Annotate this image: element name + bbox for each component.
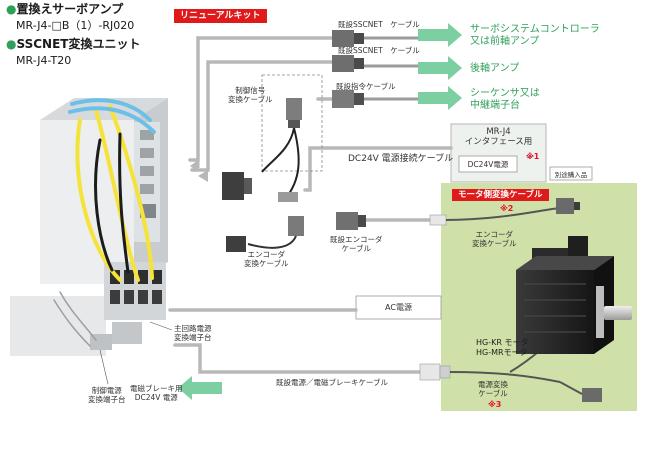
blue-cable-1: [70, 98, 152, 122]
sscnet-cable-label-2: 既設SSCNET ケーブル: [338, 46, 420, 55]
motor-section-title: モータ側変換ケーブル: [452, 189, 549, 201]
brake-power-label: 電磁ブレーキ用 DC24V 電源: [130, 384, 183, 402]
command-connector: [332, 90, 418, 108]
control-signal-cable-label: 制御信号 変換ケーブル: [228, 86, 273, 104]
target-sequencer: シーケンサ又は 中継端子台: [470, 88, 540, 111]
gray-wires: [53, 291, 97, 347]
encoder-conv-cable-left: [226, 216, 304, 252]
dc24v-power-line: [303, 146, 453, 192]
control-power-leader: [99, 349, 109, 385]
ac-power-label: AC電源: [385, 303, 412, 312]
dc24v-box-label: DC24V電源: [467, 160, 509, 169]
sscnet-cable-line-1: [188, 36, 334, 162]
renewal-kit-tag: リニューアルキット: [174, 9, 267, 23]
motor-encoder-conv-cable-label: エンコーダ 変換ケーブル: [472, 230, 517, 248]
motor-encoder-conv-cable: [445, 198, 580, 221]
sscnet-cable-line-2: [190, 60, 334, 172]
left-arrow-head-1: [190, 160, 198, 172]
ac-power-box: [355, 295, 442, 320]
servo-motor: [516, 236, 632, 354]
power-brake-cable-line: [173, 343, 422, 374]
main-circuit-leader: [149, 321, 173, 331]
command-cable-label: 既設指令ケーブル: [336, 82, 396, 91]
existing-encoder-cable-label: 既設エンコーダ ケーブル: [330, 235, 383, 253]
black-cable-2: [118, 132, 130, 274]
sscnet-connector-2: [332, 55, 418, 72]
left-arrow-head-2: [198, 170, 208, 182]
encoder-conv-cable-left-label: エンコーダ 変換ケーブル: [244, 250, 289, 268]
power-conv-cable-label: 電源変換 ケーブル: [478, 380, 508, 398]
note-mark-1: ※1: [526, 152, 540, 161]
blue-cable-2: [68, 106, 156, 134]
arrow-to-brake-power: [178, 376, 222, 400]
arrow-to-sequencer: [418, 86, 462, 110]
target-servo-controller: サーボシステムコントローラ 又は前軸アンプ: [470, 24, 600, 47]
separate-purchase-label: 別途購入品: [554, 171, 588, 179]
yellow-cable-2: [94, 108, 140, 282]
black-cable-1: [94, 138, 114, 272]
control-signal-conv-cable: [222, 98, 302, 202]
arrow-to-controller: [418, 23, 462, 47]
note-mark-3: ※3: [488, 400, 502, 409]
control-power-label: 制御電源 変換端子台: [88, 386, 126, 404]
interface-box-title: MR-J4 インタフェース用: [464, 127, 533, 147]
dc24v-power-cable-label: DC24V 電源接続ケーブル: [348, 154, 454, 164]
note-mark-2: ※2: [500, 204, 514, 213]
dc24v-leader: [526, 155, 535, 159]
control-signal-dashed-box: [261, 74, 323, 172]
product-model-1: MR-J4-□B（1）-RJ020: [16, 19, 135, 32]
main-circuit-label: 主回路電源 変換端子台: [174, 324, 212, 342]
yellow-cable-3: [108, 104, 154, 280]
dc24v-box: [458, 155, 518, 173]
sscnet-connector-1: [332, 30, 418, 47]
arrow-to-rear-amp: [418, 56, 462, 80]
sscnet-cable-label-1: 既設SSCNET ケーブル: [338, 20, 420, 29]
motor-model-label: HG-KR モータ HG-MRモータ: [476, 338, 529, 357]
separate-purchase-box: [549, 166, 593, 181]
product-model-2: MR-J4-T20: [16, 54, 72, 67]
product-line-1: ●置換えサーボアンプ: [6, 2, 124, 16]
power-brake-cable-label: 既設電源／電磁ブレーキケーブル: [276, 378, 389, 387]
target-rear-amp: 後軸アンプ: [470, 63, 520, 74]
product-line-2: ●SSCNET変換ユニット: [6, 37, 141, 51]
